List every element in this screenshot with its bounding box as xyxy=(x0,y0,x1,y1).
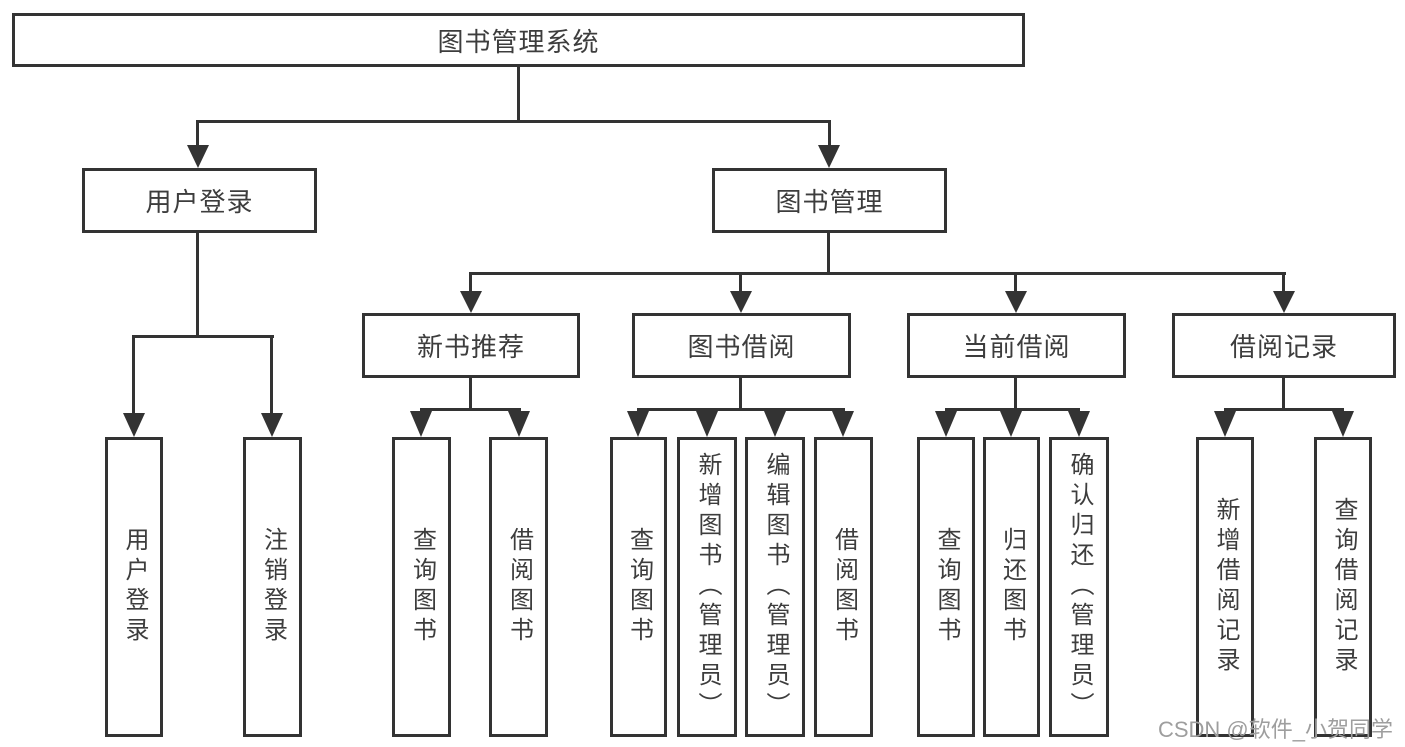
arrow-down-icon xyxy=(696,411,718,437)
arrow-down-icon xyxy=(1332,411,1354,437)
leaf-query-books-2: 查询图书 xyxy=(610,437,667,737)
arrow-down-icon xyxy=(1273,291,1295,313)
arrow-down-icon xyxy=(123,413,145,437)
connector-line xyxy=(828,120,831,147)
connector-line xyxy=(196,233,199,337)
leaf-borrow-books-2: 借阅图书 xyxy=(814,437,873,737)
arrow-down-icon xyxy=(410,411,432,437)
connector-line xyxy=(945,408,1080,411)
connector-line xyxy=(469,378,472,411)
leaf-borrow-books-1-label: 借阅图书 xyxy=(505,527,533,647)
leaf-return-books: 归还图书 xyxy=(983,437,1040,737)
connector-line xyxy=(1282,272,1285,293)
leaf-logout-label: 注销登录 xyxy=(259,527,287,647)
arrow-down-icon xyxy=(1000,411,1022,437)
arrow-down-icon xyxy=(1214,411,1236,437)
leaf-query-books-1-label: 查询图书 xyxy=(408,527,436,647)
arrow-down-icon xyxy=(187,145,209,168)
leaf-borrow-books-2-label: 借阅图书 xyxy=(830,527,858,647)
connector-line xyxy=(827,233,830,275)
leaf-query-borrow-record: 查询借阅记录 xyxy=(1314,437,1372,737)
connector-line xyxy=(517,67,520,123)
leaf-query-borrow-record-label: 查询借阅记录 xyxy=(1330,497,1357,677)
node-book-borrowing: 图书借阅 xyxy=(632,313,851,378)
connector-line xyxy=(420,408,521,411)
leaf-borrow-books-1: 借阅图书 xyxy=(489,437,548,737)
node-book-borrowing-label: 图书借阅 xyxy=(687,332,796,362)
connector-line xyxy=(270,335,273,415)
arrow-down-icon xyxy=(764,411,786,437)
leaf-edit-books-admin-label: 编辑图书（管理员） xyxy=(762,452,789,722)
arrow-down-icon xyxy=(508,411,530,437)
arrow-down-icon xyxy=(730,291,752,313)
connector-line xyxy=(469,272,472,293)
leaf-query-books-3: 查询图书 xyxy=(917,437,975,737)
connector-line xyxy=(133,335,274,338)
leaf-logout: 注销登录 xyxy=(243,437,302,737)
leaf-add-books-admin-label: 新增图书（管理员） xyxy=(694,452,721,722)
node-new-book-recommend: 新书推荐 xyxy=(362,313,580,378)
connector-line xyxy=(739,272,742,293)
node-user-login-branch-label: 用户登录 xyxy=(145,187,254,217)
leaf-user-login-label: 用户登录 xyxy=(121,527,148,647)
leaf-add-books-admin: 新增图书（管理员） xyxy=(677,437,737,737)
connector-line xyxy=(1014,378,1017,411)
connector-line xyxy=(1014,272,1017,293)
node-borrow-records-label: 借阅记录 xyxy=(1229,332,1338,362)
node-root-label: 图书管理系统 xyxy=(437,26,600,57)
leaf-confirm-return-admin-label: 确认归还（管理员） xyxy=(1066,452,1093,722)
node-book-management: 图书管理 xyxy=(712,168,947,233)
leaf-return-books-label: 归还图书 xyxy=(998,527,1026,647)
arrow-down-icon xyxy=(261,413,283,437)
arrow-down-icon xyxy=(460,291,482,313)
leaf-user-login: 用户登录 xyxy=(105,437,163,737)
watermark: CSDN @软件_小贺同学 xyxy=(1157,717,1393,742)
leaf-edit-books-admin: 编辑图书（管理员） xyxy=(745,437,805,737)
leaf-query-books-2-label: 查询图书 xyxy=(625,527,653,647)
connector-line xyxy=(739,378,742,411)
arrow-down-icon xyxy=(1068,411,1090,437)
leaf-add-borrow-record-label: 新增借阅记录 xyxy=(1212,497,1239,677)
connector-line xyxy=(132,335,135,415)
connector-line xyxy=(196,120,199,147)
connector-line xyxy=(1224,408,1344,411)
leaf-query-books-3-label: 查询图书 xyxy=(933,527,960,647)
connector-line xyxy=(470,272,1286,275)
node-root: 图书管理系统 xyxy=(12,13,1025,67)
arrow-down-icon xyxy=(832,411,854,437)
node-borrow-records: 借阅记录 xyxy=(1172,313,1396,378)
node-user-login-branch: 用户登录 xyxy=(82,168,317,233)
connector-line xyxy=(637,408,845,411)
leaf-confirm-return-admin: 确认归还（管理员） xyxy=(1049,437,1109,737)
node-current-borrowing: 当前借阅 xyxy=(907,313,1126,378)
node-current-borrowing-label: 当前借阅 xyxy=(962,332,1071,362)
arrow-down-icon xyxy=(1005,291,1027,313)
leaf-add-borrow-record: 新增借阅记录 xyxy=(1196,437,1254,737)
arrow-down-icon xyxy=(935,411,957,437)
arrow-down-icon xyxy=(818,145,840,168)
connector-line xyxy=(1282,378,1285,411)
leaf-query-books-1: 查询图书 xyxy=(392,437,451,737)
connector-line xyxy=(197,120,831,123)
node-book-management-label: 图书管理 xyxy=(775,187,884,217)
arrow-down-icon xyxy=(627,411,649,437)
node-new-book-recommend-label: 新书推荐 xyxy=(416,332,525,362)
